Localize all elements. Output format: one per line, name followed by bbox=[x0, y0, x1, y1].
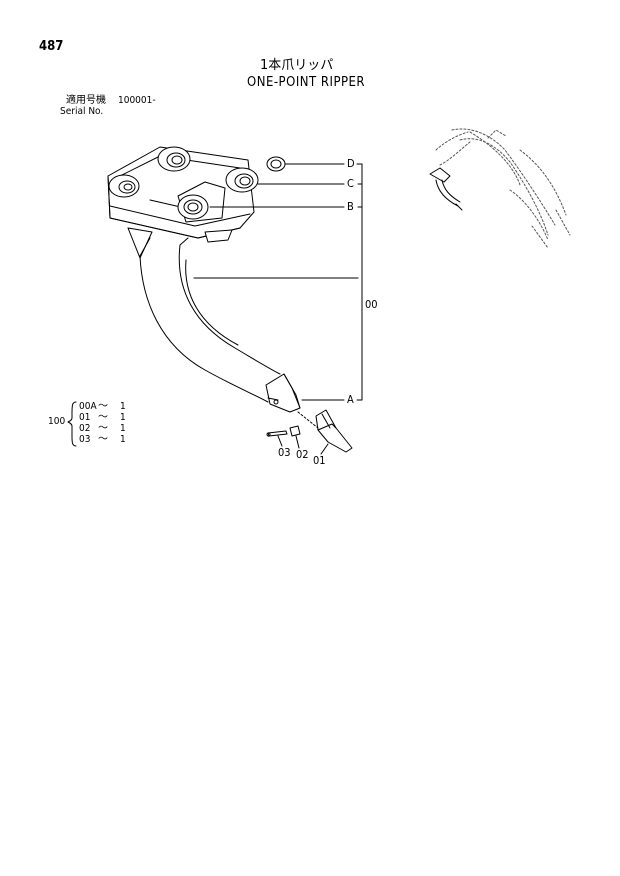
excavator-thumbnail bbox=[435, 128, 571, 249]
kit-item-part: 03 bbox=[79, 434, 91, 445]
kit-item-tilde: 〜 bbox=[98, 434, 108, 445]
pin-boss-b bbox=[177, 181, 226, 223]
serial-value: 100001- bbox=[118, 95, 156, 106]
pin-boss-d-upper bbox=[157, 146, 191, 172]
kit-item-part: 00A bbox=[79, 401, 97, 412]
callout-part-03: 03 bbox=[278, 446, 291, 459]
callout-assembly-00: 00 bbox=[365, 298, 378, 311]
pin-boss-left bbox=[108, 174, 140, 198]
pin-ring-d bbox=[266, 156, 286, 172]
assembly-bracket bbox=[356, 163, 363, 401]
serial-label-english: Serial No. bbox=[60, 106, 104, 117]
ripper-tip-installed bbox=[265, 373, 301, 413]
title-japanese: 1本爪リッパ bbox=[260, 58, 334, 73]
ripper-point-01 bbox=[315, 409, 353, 453]
callout-c: C bbox=[347, 177, 354, 190]
callout-a: A bbox=[347, 393, 354, 406]
pin-03 bbox=[266, 430, 288, 437]
callout-b: B bbox=[347, 200, 354, 213]
leader-03 bbox=[277, 435, 283, 447]
callout-part-02: 02 bbox=[296, 448, 309, 461]
ripper-shank bbox=[139, 237, 281, 403]
lock-02 bbox=[289, 425, 301, 437]
kit-number: 100 bbox=[48, 416, 66, 427]
kit-item-qty: 1 bbox=[120, 423, 126, 434]
kit-item-tilde: 〜 bbox=[98, 401, 108, 412]
kit-item-part: 01 bbox=[79, 412, 91, 423]
kit-item-qty: 1 bbox=[120, 412, 126, 423]
kit-item-tilde: 〜 bbox=[98, 412, 108, 423]
serial-label-japanese: 適用号機 bbox=[66, 95, 106, 106]
kit-item-tilde: 〜 bbox=[98, 423, 108, 434]
callout-d: D bbox=[347, 157, 355, 170]
leader-02 bbox=[295, 435, 300, 449]
page-number: 487 bbox=[39, 39, 64, 54]
kit-brace bbox=[67, 401, 77, 447]
leader-01 bbox=[320, 443, 329, 455]
ripper-thumbnail bbox=[429, 167, 463, 211]
kit-item-qty: 1 bbox=[120, 401, 126, 412]
kit-item-part: 02 bbox=[79, 423, 91, 434]
pin-boss-c bbox=[225, 167, 259, 193]
title-english: ONE-POINT RIPPER bbox=[247, 75, 366, 90]
callout-part-01: 01 bbox=[313, 454, 326, 467]
kit-item-qty: 1 bbox=[120, 434, 126, 445]
